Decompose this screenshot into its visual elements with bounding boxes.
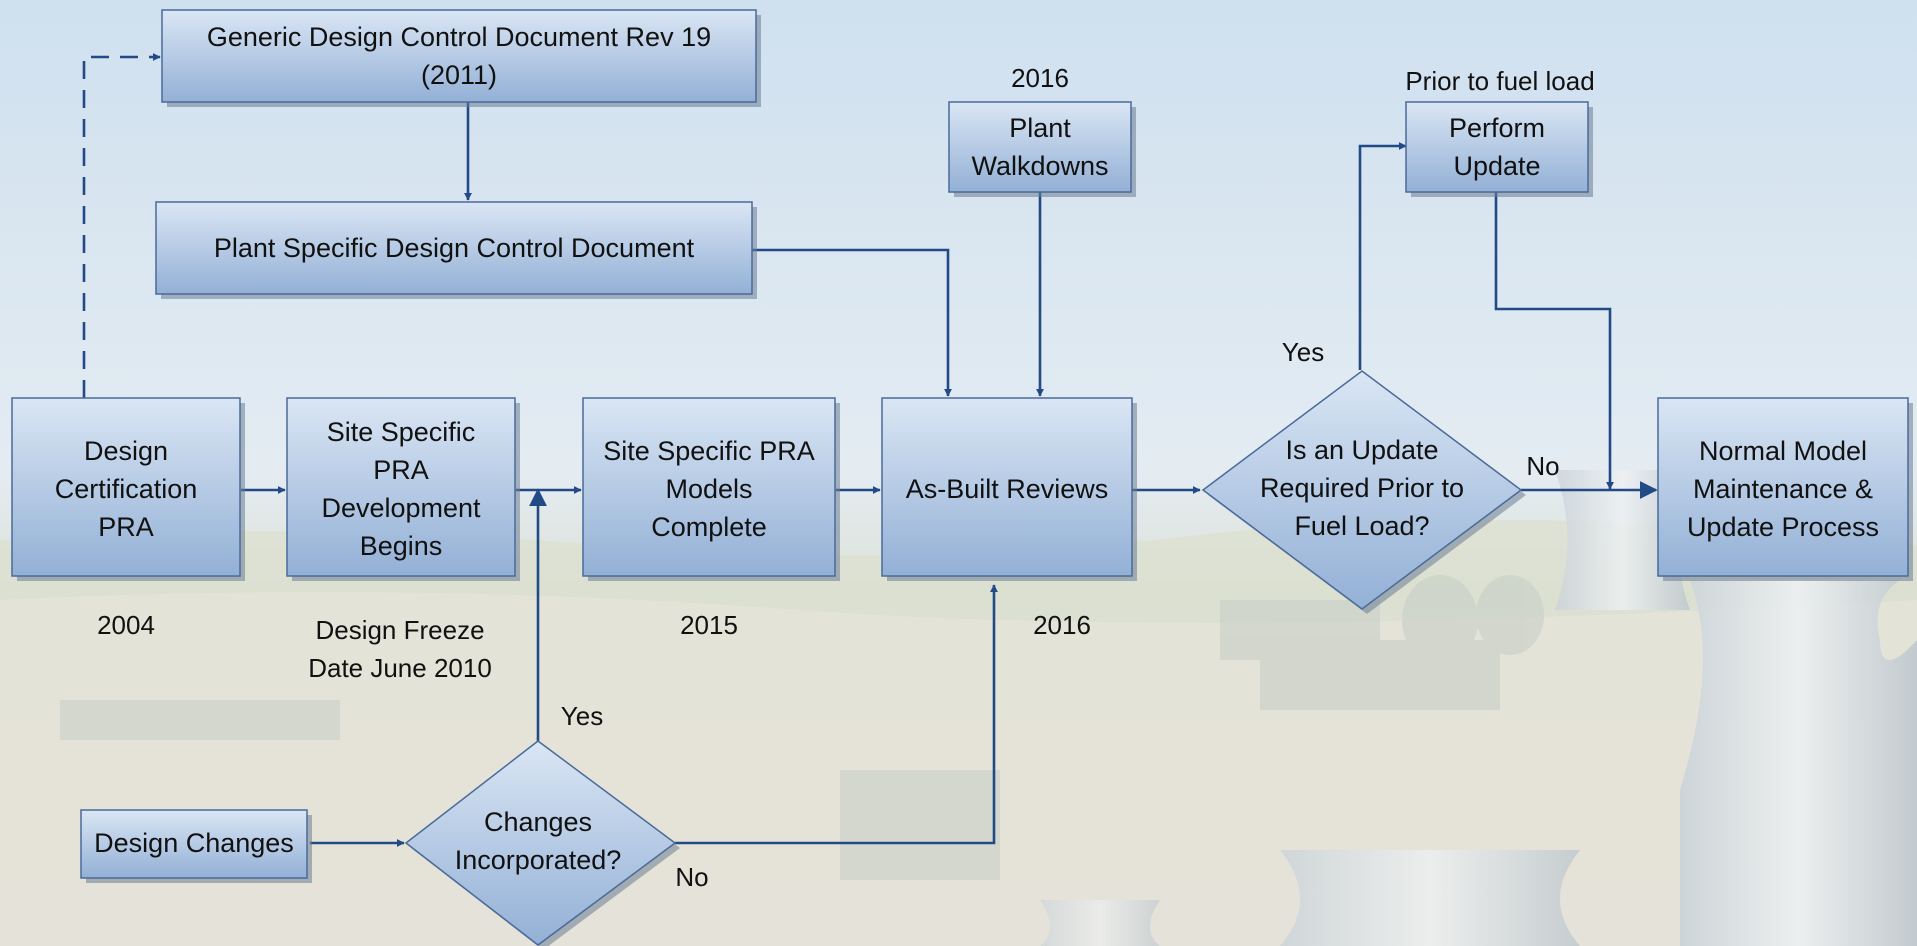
label-2016-walkdowns: 2016 (1011, 63, 1069, 93)
node-text-line: (2011) (421, 60, 497, 90)
label-2015: 2015 (680, 610, 738, 640)
node-text: As-Built Reviews (906, 474, 1109, 504)
node-text-line: PRA (98, 512, 154, 542)
node-text-line: Is an Update (1285, 435, 1438, 465)
node-text-line: Incorporated? (455, 845, 622, 875)
edges (82, 53, 1658, 847)
node-text-line: Maintenance & (1693, 474, 1873, 504)
node-text-line: As-Built Reviews (906, 474, 1109, 504)
edge-update-to-normal (1494, 192, 1614, 490)
edge-plant-to-asbuilt (752, 248, 952, 397)
node-plant-specific-dcd: Plant Specific Design Control Document (155, 201, 757, 299)
label-no-update: No (1526, 451, 1559, 481)
node-text-line: Design Changes (94, 828, 294, 858)
node-design-changes: Design Changes (80, 809, 312, 883)
node-text-line: Changes (484, 807, 592, 837)
node-text: Plant Specific Design Control Document (214, 233, 695, 263)
node-text-line: Update (1453, 151, 1540, 181)
labels: 2016 Prior to fuel load Yes No 2004 Desi… (97, 63, 1595, 892)
node-text-line: Plant (1009, 113, 1071, 143)
node-text: Generic Design Control Document Rev 19 (2… (207, 22, 711, 90)
label-yes-update: Yes (1282, 337, 1324, 367)
nodes: Generic Design Control Document Rev 19 (2… (11, 9, 1913, 946)
node-text-line: Generic Design Control Document Rev 19 (207, 22, 711, 52)
label-design-freeze-1: Design Freeze (315, 615, 484, 645)
node-text-line: Required Prior to (1260, 473, 1464, 503)
node-text: Design Changes (94, 828, 294, 858)
node-text-line: Normal Model (1699, 436, 1867, 466)
label-no-changes: No (675, 862, 708, 892)
node-text-line: Update Process (1687, 512, 1879, 542)
label-design-freeze-2: Date June 2010 (308, 653, 492, 683)
edge-decision-yes (1358, 142, 1407, 370)
node-text-line: Complete (651, 512, 767, 542)
label-yes-changes: Yes (561, 701, 603, 731)
node-generic-dcd: Generic Design Control Document Rev 19 (2… (161, 9, 761, 107)
label-2016-asbuilt: 2016 (1033, 610, 1091, 640)
label-prior-to-fuel-load: Prior to fuel load (1405, 66, 1594, 96)
edge-incorporated-no (675, 584, 998, 845)
node-text-line: Begins (360, 531, 443, 561)
node-text-line: Fuel Load? (1294, 511, 1429, 541)
node-text-line: PRA (373, 455, 429, 485)
node-text-line: Plant Specific Design Control Document (214, 233, 695, 263)
node-text-line: Design (84, 436, 168, 466)
node-text-line: Site Specific (327, 417, 476, 447)
node-text-line: Walkdowns (971, 151, 1108, 181)
node-text-line: Models (665, 474, 752, 504)
node-text-line: Site Specific PRA (603, 436, 815, 466)
edge-dashed-cert-to-generic (82, 53, 161, 398)
node-text-line: Perform (1449, 113, 1545, 143)
label-2004: 2004 (97, 610, 155, 640)
node-as-built-reviews: As-Built Reviews (881, 397, 1137, 581)
node-text-line: Development (321, 493, 481, 523)
node-text-line: Certification (55, 474, 198, 504)
